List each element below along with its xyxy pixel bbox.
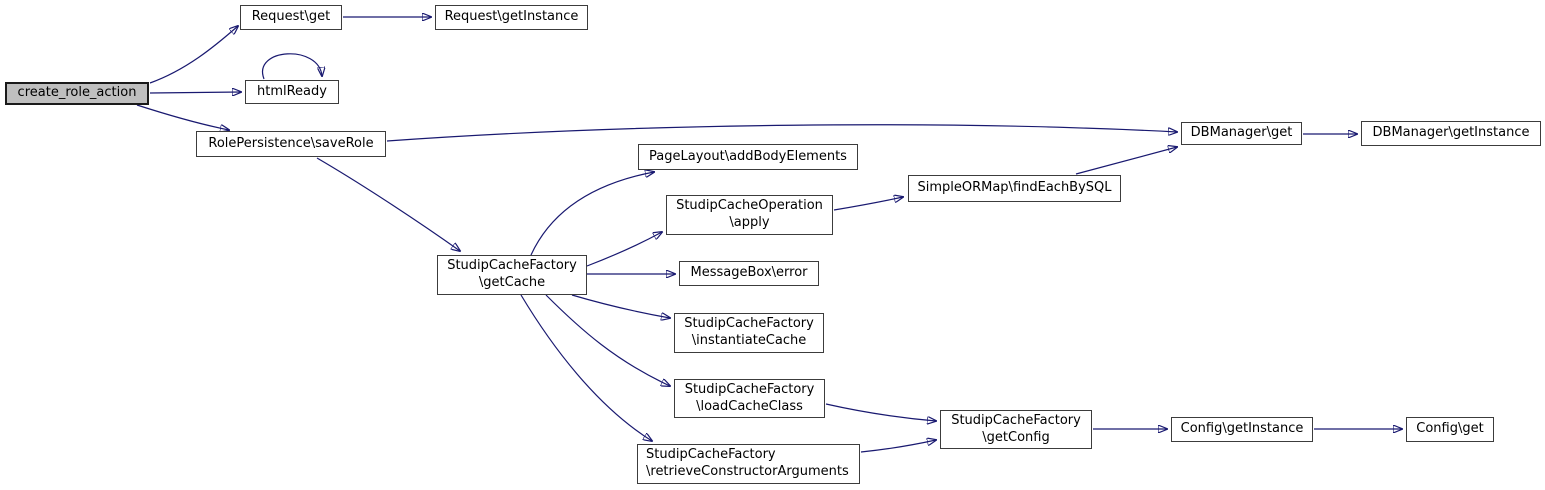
node-label-line1: StudipCacheFactory	[951, 412, 1081, 428]
node-label-line1: StudipCacheOperation	[676, 198, 823, 214]
node-config-get[interactable]: Config\get	[1406, 417, 1494, 442]
node-request-getinstance[interactable]: Request\getInstance	[435, 5, 588, 30]
edge-apply-to-findeachbysql	[833, 197, 903, 211]
node-label: Config\get	[1416, 421, 1484, 437]
edge-getcache-to-retrieveconstructorarguments	[520, 294, 652, 441]
node-studipcachefactory-getconfig[interactable]: StudipCacheFactory \getConfig	[940, 410, 1092, 449]
edge-create-role-action-to-request-get	[149, 26, 238, 84]
node-studipcacheoperation-apply[interactable]: StudipCacheOperation \apply	[666, 195, 833, 235]
node-dbmanager-getinstance[interactable]: DBManager\getInstance	[1361, 121, 1541, 146]
edge-getcache-to-instantiatecache	[571, 294, 670, 318]
node-config-getinstance[interactable]: Config\getInstance	[1171, 417, 1313, 442]
edge-findeachbysql-to-dbmanager-get	[1075, 147, 1177, 175]
edge-retrieveconstructorarguments-to-getconfig	[860, 440, 936, 453]
node-studipcachefactory-retrieveconstructorarguments[interactable]: StudipCacheFactory \retrieveConstructorA…	[637, 444, 860, 484]
node-label-line2: \getConfig	[982, 429, 1050, 445]
edge-saverole-to-dbmanager-get	[386, 124, 1177, 142]
node-label-line2: \instantiateCache	[691, 333, 807, 348]
node-dbmanager-get[interactable]: DBManager\get	[1181, 122, 1302, 145]
node-label-line2: \retrieveConstructorArguments	[646, 464, 849, 479]
node-label-line1: StudipCacheFactory	[684, 381, 815, 397]
edge-htmlready-self-loop	[261, 53, 322, 80]
node-label-line2: \getCache	[478, 275, 546, 290]
node-studipcachefactory-getcache[interactable]: StudipCacheFactory \getCache	[437, 255, 587, 295]
node-label-line1: StudipCacheFactory	[447, 258, 577, 274]
edge-getcache-to-loadcacheclass	[545, 294, 670, 386]
edge-create-role-action-to-saverole	[136, 104, 229, 130]
node-label: htmlReady	[257, 83, 327, 99]
edge-create-role-action-to-htmlready	[149, 92, 241, 93]
node-request-get[interactable]: Request\get	[240, 5, 342, 30]
node-pagelayout-addbodyelements[interactable]: PageLayout\addBodyElements	[638, 144, 858, 170]
node-label: DBManager\get	[1190, 125, 1293, 141]
node-messagebox-error[interactable]: MessageBox\error	[679, 261, 819, 286]
edge-loadcacheclass-to-getconfig	[825, 403, 936, 421]
node-label-line1: StudipCacheFactory	[684, 316, 814, 332]
node-label: Request\get	[251, 9, 331, 25]
node-label: create_role_action	[17, 85, 137, 101]
node-label: Config\getInstance	[1180, 421, 1304, 437]
node-label: RolePersistence\saveRole	[208, 135, 374, 151]
node-create-role-action: create_role_action	[5, 82, 149, 105]
node-simpleormap-findeachbysql[interactable]: SimpleORMap\findEachBySQL	[908, 175, 1121, 202]
node-label-line2: \loadCacheClass	[696, 398, 803, 414]
node-label: MessageBox\error	[690, 265, 808, 281]
node-label: DBManager\getInstance	[1372, 125, 1530, 141]
node-label: PageLayout\addBodyElements	[649, 148, 847, 164]
edge-getcache-to-studipcacheoperation-apply	[586, 232, 662, 267]
node-studipcachefactory-instantiatecache[interactable]: StudipCacheFactory \instantiateCache	[674, 313, 824, 353]
node-studipcachefactory-loadcacheclass[interactable]: StudipCacheFactory \loadCacheClass	[674, 379, 825, 418]
node-htmlready[interactable]: htmlReady	[245, 80, 339, 104]
node-label-line1: StudipCacheFactory	[646, 447, 776, 463]
edge-getcache-to-pagelayout-addbodyelements	[530, 172, 654, 256]
node-label-line2: \apply	[729, 215, 770, 230]
node-rolepersistence-saverole[interactable]: RolePersistence\saveRole	[196, 131, 386, 157]
edge-saverole-to-getcache	[316, 157, 460, 251]
node-label: Request\getInstance	[444, 9, 579, 25]
node-label: SimpleORMap\findEachBySQL	[917, 180, 1112, 196]
